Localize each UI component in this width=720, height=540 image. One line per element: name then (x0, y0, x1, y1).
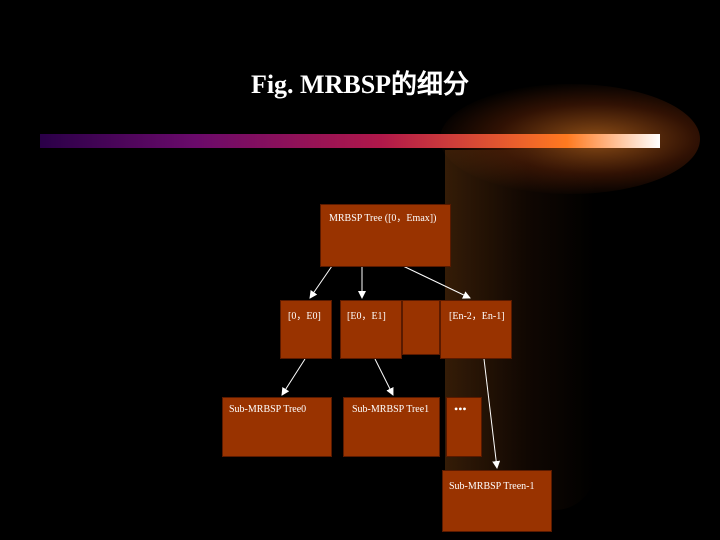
page-title: Fig. MRBSP的细分 (250, 70, 470, 99)
range-node-connector (402, 300, 440, 355)
range-node-1-label: [E0，E1] (347, 311, 386, 322)
arrow-rangen-to-subn (483, 358, 501, 469)
range-node-0: [0，E0] (280, 300, 332, 359)
range-node-n-label: [En-2，En-1] (449, 311, 505, 322)
decorative-gradient-bar (40, 134, 660, 148)
sub-tree-1: Sub-MRBSP Tree1 (343, 397, 440, 457)
arrow-range1-to-sub1 (374, 358, 394, 396)
sub-tree-n-label: Sub-MRBSP Treen-1 (449, 481, 535, 492)
range-node-1: [E0，E1] (340, 300, 402, 359)
range-node-0-label: [0，E0] (288, 311, 321, 322)
sub-tree-1-label: Sub-MRBSP Tree1 (352, 404, 430, 415)
ellipsis-label: ••• (454, 402, 467, 416)
ellipsis-node: ••• (446, 397, 482, 457)
sub-tree-n: Sub-MRBSP Treen-1 (442, 470, 552, 532)
arrow-root-to-rangen (402, 265, 471, 299)
sub-tree-0-label: Sub-MRBSP Tree0 (229, 404, 307, 415)
sub-tree-0: Sub-MRBSP Tree0 (222, 397, 332, 457)
arrow-root-to-range0 (309, 265, 333, 299)
root-node: MRBSP Tree ([0，Emax]) (320, 204, 451, 267)
root-node-label: MRBSP Tree ([0，Emax]) (329, 213, 437, 224)
range-node-n: [En-2，En-1] (440, 300, 512, 359)
arrow-range0-to-sub0 (281, 358, 306, 396)
